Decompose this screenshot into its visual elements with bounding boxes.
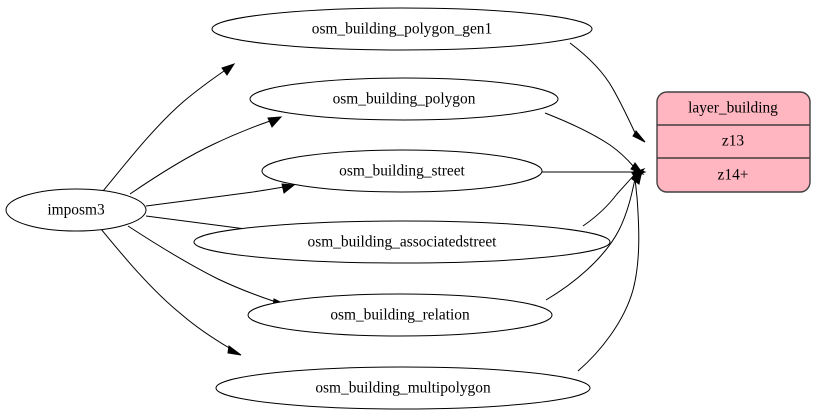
osm_building_street-ellipse: [261, 149, 543, 193]
edge-imposm3-to-osm_building_polygon_gen1: [102, 63, 236, 192]
layer_building-box: [656, 91, 811, 193]
osm_building_multipolygon-label: osm_building_multipolygon: [315, 380, 491, 397]
node-layer_building[interactable]: layer_building z13 z14+: [656, 91, 811, 193]
edge-osm_building_street-to-z14: [542, 167, 647, 177]
node-osm_building_polygon[interactable]: osm_building_polygon: [249, 77, 559, 121]
node-osm_building_relation[interactable]: osm_building_relation: [247, 293, 553, 337]
osm_building_polygon_gen1-label: osm_building_polygon_gen1: [312, 21, 492, 38]
osm_building_relation-label: osm_building_relation: [330, 307, 470, 324]
layer_building-name-label: layer_building: [688, 100, 778, 117]
osm_building_relation-ellipse: [247, 293, 553, 337]
edges-tables-to-layer: [542, 42, 647, 372]
osm_building_street-label: osm_building_street: [339, 163, 465, 180]
osm_building_multipolygon-ellipse: [215, 366, 591, 410]
node-imposm3[interactable]: imposm3: [5, 188, 147, 232]
edge-osm_building_polygon-to-z14: [544, 112, 645, 176]
node-osm_building_associatedstreet[interactable]: osm_building_associatedstreet: [193, 220, 611, 264]
node-osm_building_street[interactable]: osm_building_street: [261, 149, 543, 193]
osm_building_polygon-ellipse: [249, 77, 559, 121]
node-osm_building_polygon_gen1[interactable]: osm_building_polygon_gen1: [211, 7, 593, 51]
imposm3-ellipse: [5, 188, 147, 232]
layer_building-z13-label: z13: [722, 133, 745, 150]
edge-imposm3-to-osm_building_polygon: [129, 116, 283, 195]
osm_building_polygon-label: osm_building_polygon: [333, 91, 476, 108]
edge-osm_building_polygon_gen1-to-z13: [569, 42, 646, 143]
osm_building_polygon_gen1-ellipse: [211, 7, 593, 51]
osm_building_associatedstreet-label: osm_building_associatedstreet: [308, 234, 498, 251]
layer_building-z14-label: z14+: [718, 167, 749, 184]
edge-imposm3-to-osm_building_street: [145, 183, 296, 207]
imposm3-label: imposm3: [47, 202, 105, 219]
osm_building_associatedstreet-ellipse: [193, 220, 611, 264]
edge-imposm3-to-osm_building_multipolygon: [100, 228, 242, 356]
edge-osm_building_multipolygon-to-z14: [577, 168, 643, 372]
node-osm_building_multipolygon[interactable]: osm_building_multipolygon: [215, 366, 591, 410]
